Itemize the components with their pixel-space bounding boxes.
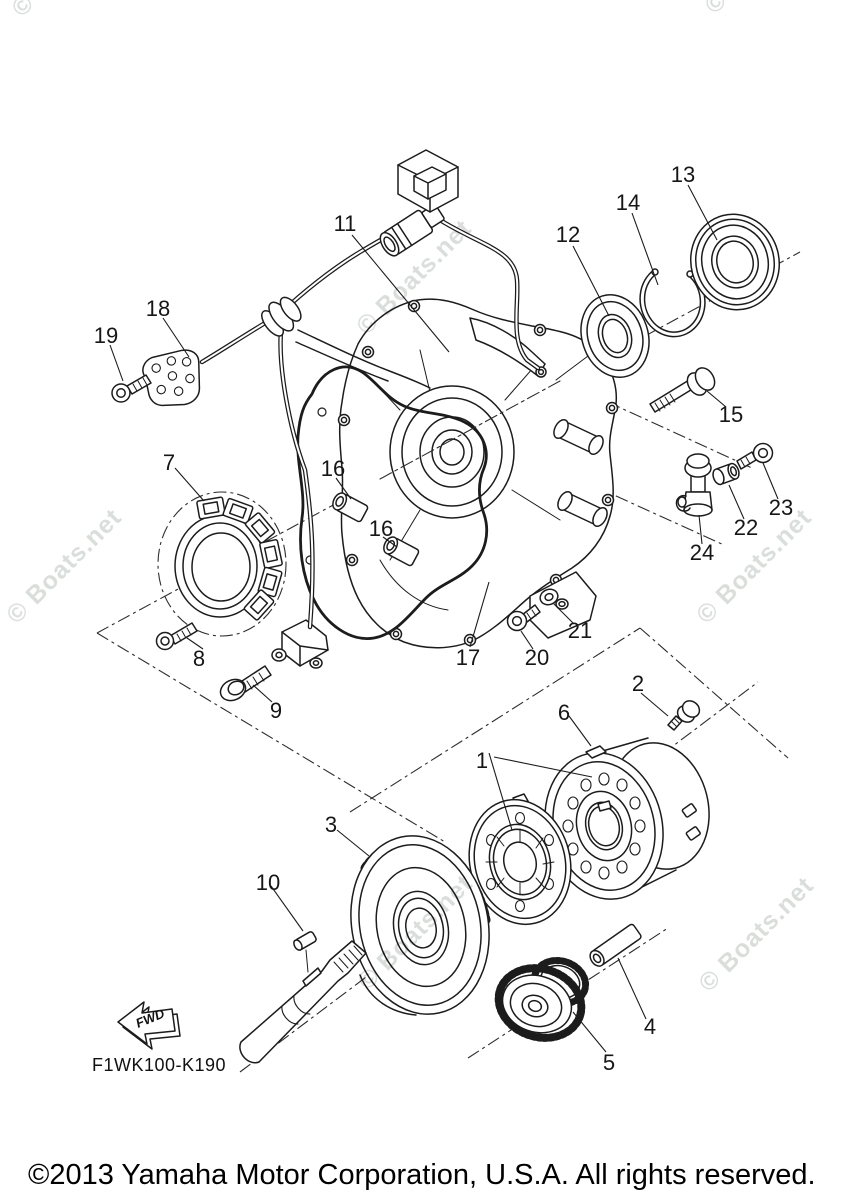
part-bracket [142,349,201,407]
part-oil-seal [689,213,781,311]
stator-coils [196,496,283,621]
callout-label-8: 8 [193,646,205,671]
part-crankcase-cover [295,298,619,649]
callout-label-19: 19 [94,323,118,348]
part-wire-harness [199,217,541,630]
part-washer-21 [539,588,559,606]
callout-label-16a: 16 [321,456,345,481]
leader-lines [109,184,779,1053]
callout-label-7: 7 [163,450,175,475]
part-crankshaft [239,940,367,1064]
part-dowel-pin-a [332,492,369,523]
part-bolt-19 [111,374,152,403]
part-pickup-coil [271,619,329,669]
part-one-way-clutch [468,793,572,926]
part-joint [675,453,713,517]
callout-label-20: 20 [525,645,549,670]
part-bushing-22 [712,462,740,486]
callout-label-4: 4 [644,1014,656,1039]
callout-label-3: 3 [325,812,337,837]
callout-label-12: 12 [556,222,580,247]
watermark: © Boats.net [699,0,825,19]
part-grommet [261,296,302,337]
callout-label-14: 14 [616,190,640,215]
callout-label-1: 1 [476,748,488,773]
part-bolt-9 [219,665,272,702]
part-stator [174,496,283,621]
diagram-code: F1WK100-K190 [92,1055,226,1075]
callout-label-15: 15 [719,402,743,427]
part-starter-gear [350,835,491,1016]
callout-label-10: 10 [256,870,280,895]
fwd-arrow-icon [117,1001,181,1050]
callout-label-17: 17 [456,645,480,670]
callout-label-23: 23 [769,495,793,520]
callout-label-9: 9 [270,698,282,723]
callout-label-6: 6 [558,700,570,725]
part-rotor [544,737,710,900]
cover-tube-bosses [553,418,608,528]
part-connector [379,149,459,257]
callout-labels: 1 2 3 4 5 6 7 8 9 10 11 12 13 14 15 16 1… [94,162,793,1075]
callout-label-18: 18 [146,296,170,321]
callout-label-13: 13 [671,162,695,187]
part-pin-4 [589,923,642,967]
part-idler-gear [494,956,590,1042]
copyright-text: ©2013 Yamaha Motor Corporation, U.S.A. A… [28,1159,816,1191]
part-bolt-2 [667,700,701,731]
watermark: © Boats.net [6,0,132,22]
callout-label-24: 24 [690,540,714,565]
callout-label-21: 21 [568,618,592,643]
callout-label-2: 2 [632,671,644,696]
watermark: © Boats.net [1,503,127,629]
callout-label-11: 11 [334,211,357,236]
callout-label-16b: 16 [369,516,393,541]
part-bolt-23 [736,442,774,470]
callout-label-22: 22 [734,515,758,540]
part-bolt-20 [506,604,541,632]
part-woodruff-key [293,931,317,951]
part-bearing [580,294,650,378]
part-bolt-8 [155,622,198,651]
parts-layer [111,149,781,1064]
watermark: © Boats.net [693,871,819,997]
part-bolt-15 [649,367,716,413]
callout-label-5: 5 [603,1050,615,1075]
